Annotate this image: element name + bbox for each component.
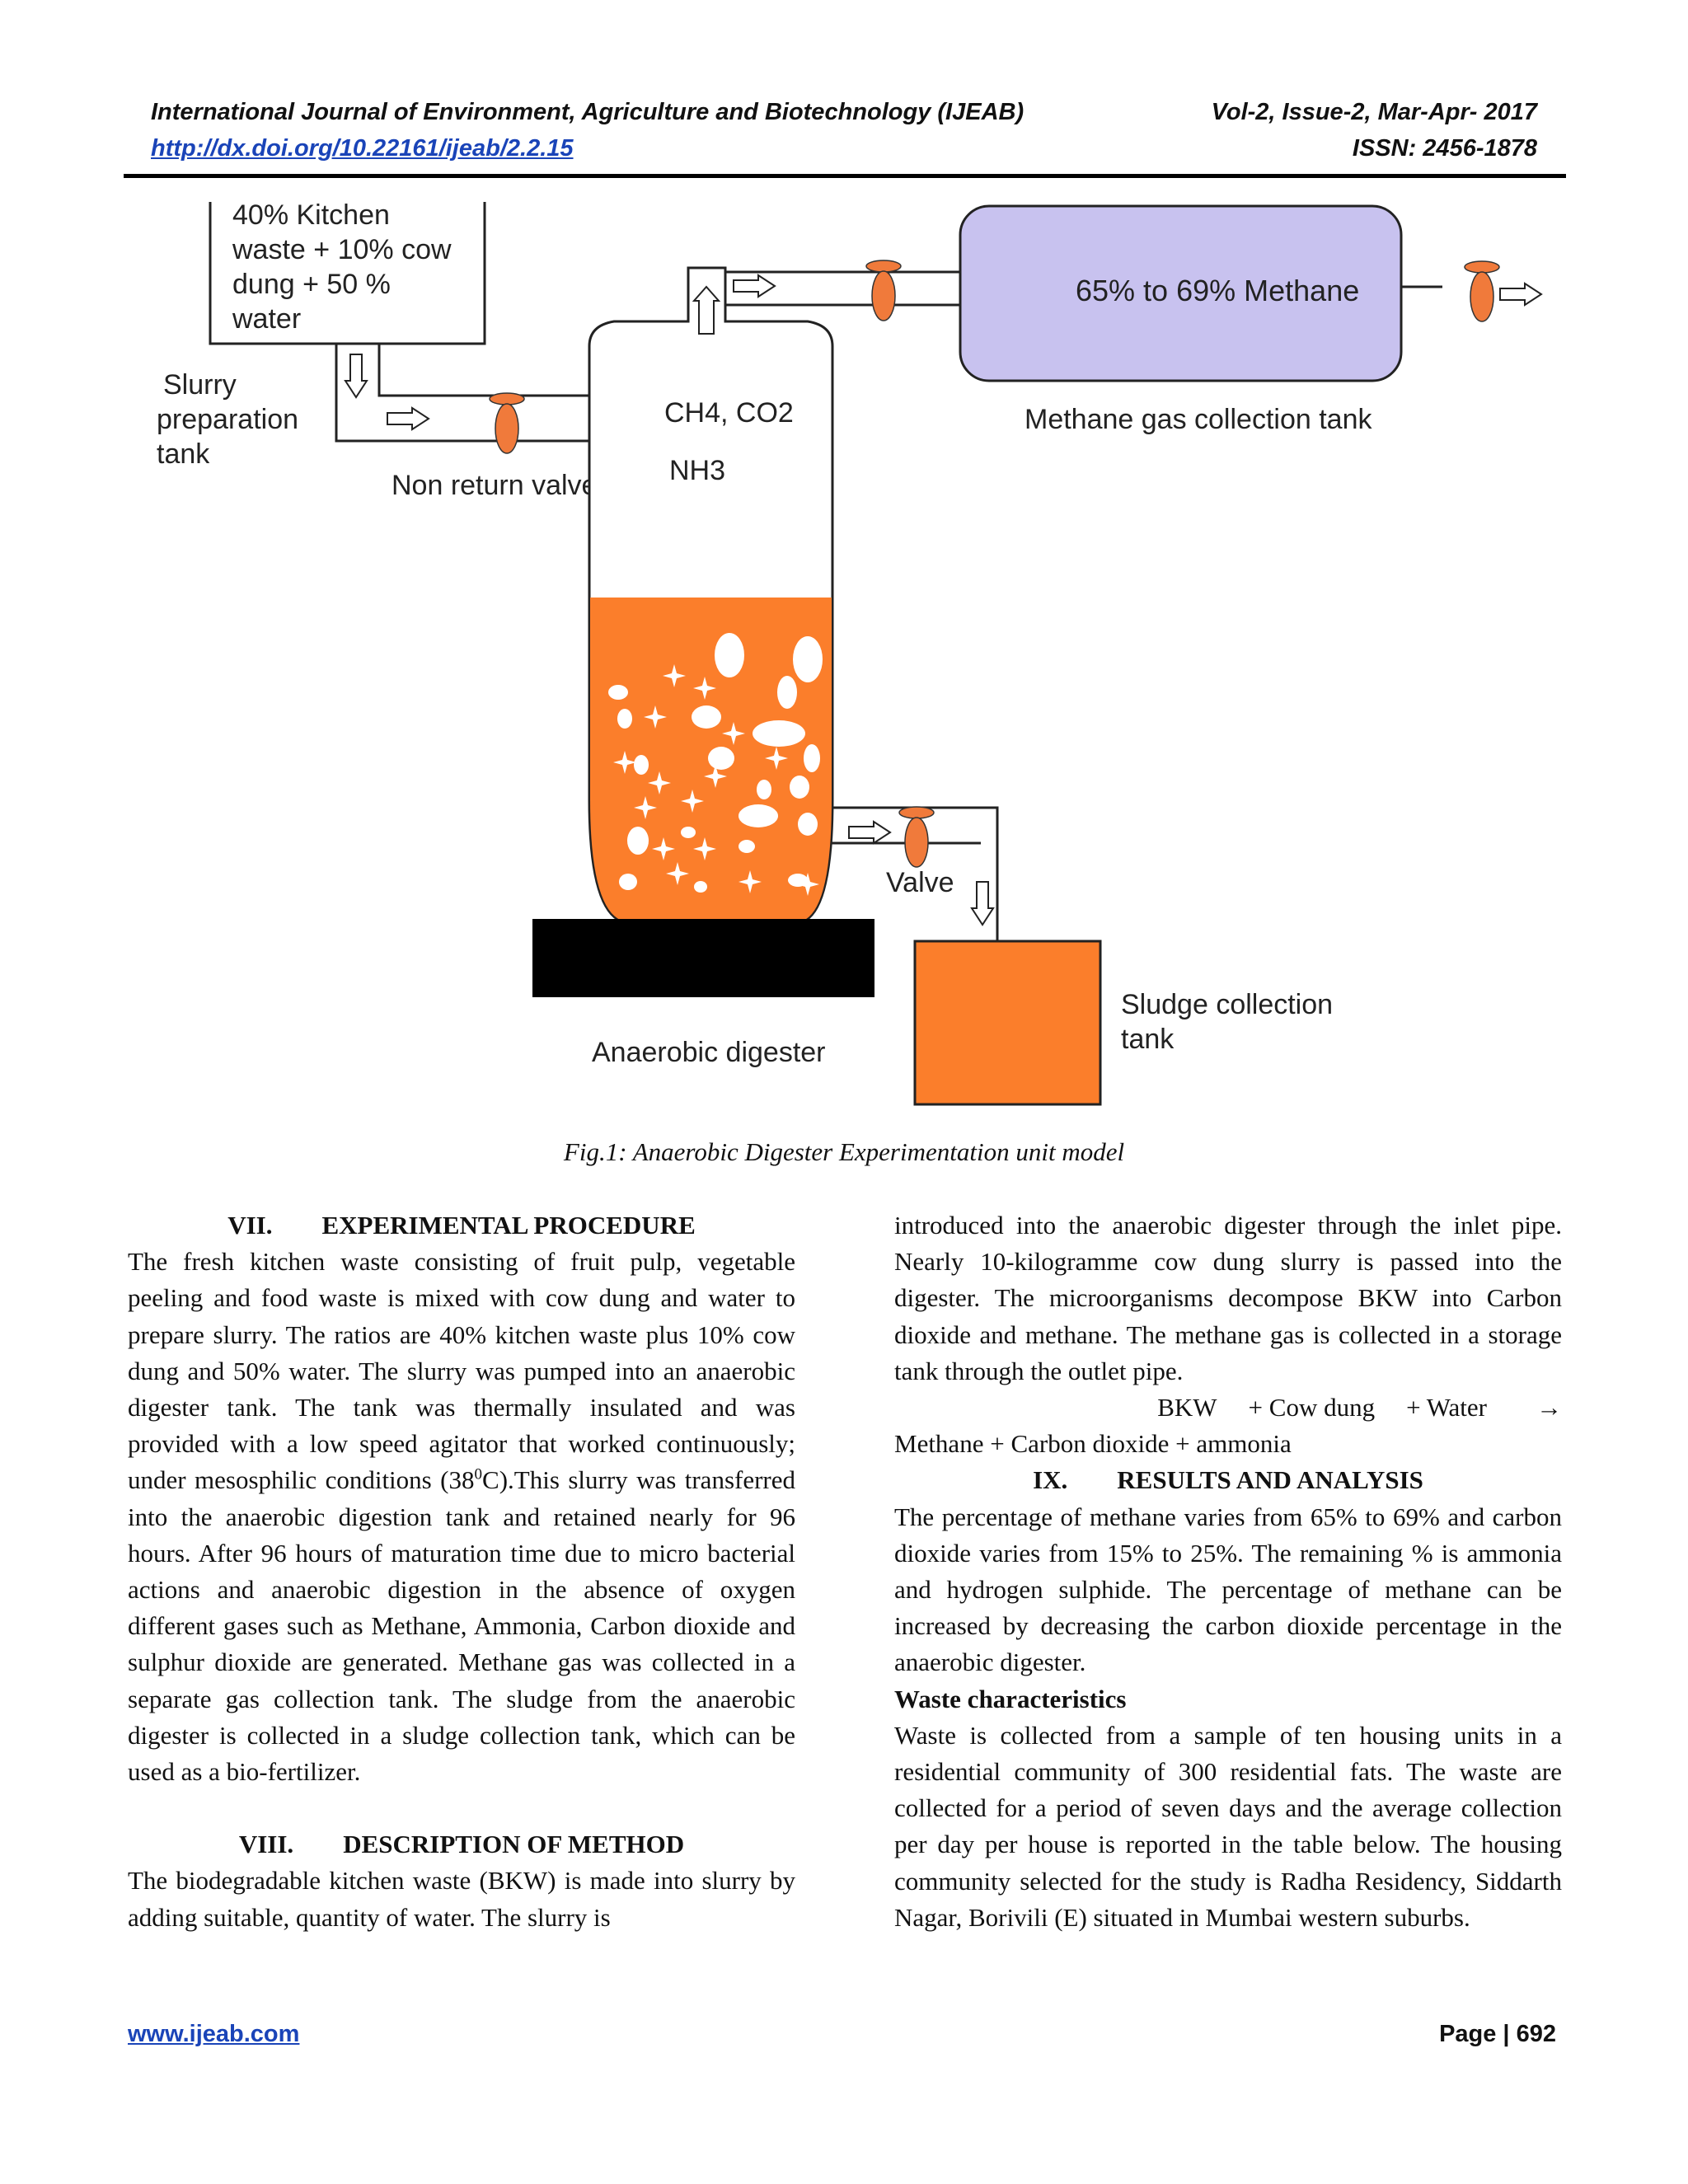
equation-line-1: BKW + Cow dung + Water → — [1157, 1393, 1562, 1422]
svg-text:CH4, CO2: CH4, CO2 — [664, 397, 794, 429]
gas-flow-arrow-icon — [733, 274, 776, 298]
slurry-tank-label-2: preparation — [157, 404, 298, 435]
svg-text:65% to 69% Methane: 65% to 69% Methane — [1076, 274, 1359, 307]
svg-text:Sludge collection: Sludge collection — [1121, 989, 1333, 1020]
page-number: Page | 692 — [1439, 2021, 1556, 2047]
svg-text:water: water — [232, 303, 301, 335]
section-8-heading: VIII.DESCRIPTION OF METHOD — [238, 1830, 685, 1859]
valve-label: Valve — [886, 867, 954, 898]
sludge-label-1: Sludge collection — [1121, 989, 1333, 1020]
slurry-flow-arrow-right — [387, 407, 429, 430]
sludge-collection-tank — [913, 940, 1102, 1106]
slurry-mix-line-1: 40% Kitchen — [232, 199, 390, 231]
section-8-body: The biodegradable kitchen waste (BKW) is… — [128, 1866, 795, 1932]
digester-diagram: 40% Kitchen waste + 10% cow dung + 50 % … — [157, 199, 1542, 1106]
site-link[interactable]: www.ijeab.com — [128, 2021, 300, 2047]
methane-percentage: 65% to 69% Methane — [1076, 274, 1359, 307]
methane-collection-tank — [959, 204, 1442, 382]
slurry-mix-line-3: dung + 50 % — [232, 269, 391, 300]
page-footer: www.ijeab.com Page | 692 — [128, 2021, 1556, 2048]
header-rule — [124, 174, 1566, 178]
section-7-heading: VII.EXPERIMENTAL PROCEDURE — [227, 1211, 696, 1240]
slurry-flow-arrow-down — [345, 354, 368, 398]
svg-text:dung + 50 %: dung + 50 % — [232, 269, 391, 300]
outlet-valve-icon — [1464, 260, 1500, 322]
left-column: VII.EXPERIMENTAL PROCEDURE The fresh kit… — [128, 1207, 795, 1936]
waste-characteristics-body: Waste is collected from a sample of ten … — [894, 1720, 1562, 1932]
section-9-body: The percentage of methane varies from 65… — [894, 1502, 1562, 1677]
gas-bubbles — [608, 633, 823, 893]
volume-info: Vol-2, Issue-2, Mar-Apr- 2017 — [1211, 99, 1537, 125]
right-column: introduced into the anaerobic digester t… — [894, 1207, 1562, 1936]
sludge-flow-arrow-icon — [848, 821, 891, 844]
svg-text:40% Kitchen: 40% Kitchen — [232, 199, 390, 231]
section-9-heading: IX.RESULTS AND ANALYSIS — [1033, 1465, 1423, 1495]
gases-label-2: NH3 — [669, 455, 725, 486]
non-return-valve-label: Non return valve — [392, 470, 597, 501]
slurry-tank-label-3: tank — [157, 438, 210, 470]
svg-text:NH3: NH3 — [669, 455, 725, 486]
issn: ISSN: 2456-1878 — [1352, 135, 1537, 162]
doi-link[interactable]: http://dx.doi.org/10.22161/ijeab/2.2.15 — [151, 135, 574, 162]
svg-text:preparation: preparation — [157, 404, 298, 435]
section-7-body: The fresh kitchen waste consisting of fr… — [128, 1247, 795, 1787]
sludge-label-2: tank — [1121, 1024, 1175, 1055]
gas-up-arrow-icon — [692, 285, 721, 335]
gases-label-1: CH4, CO2 — [664, 397, 794, 429]
svg-text:Valve: Valve — [886, 867, 954, 898]
equation-line-2: Methane + Carbon dioxide + ammonia — [894, 1429, 1292, 1459]
figure-caption: Fig.1: Anaerobic Digester Experimentatio… — [563, 1137, 1125, 1166]
sludge-down-arrow-icon — [971, 881, 994, 926]
gas-valve-icon — [865, 260, 902, 321]
digester-label: Anaerobic digester — [592, 1037, 826, 1068]
slurry-mix-line-2: waste + 10% cow — [232, 234, 452, 265]
slurry-tank-label-1: Slurry — [163, 369, 237, 401]
journal-title: International Journal of Environment, Ag… — [151, 99, 1025, 125]
svg-text:Slurry: Slurry — [163, 369, 237, 401]
methane-tank-label: Methane gas collection tank — [1025, 404, 1372, 435]
svg-text:Methane gas collection tank: Methane gas collection tank — [1025, 404, 1372, 435]
svg-text:Anaerobic digester: Anaerobic digester — [592, 1037, 826, 1068]
outlet-arrow-icon — [1499, 283, 1542, 306]
sludge-valve-icon — [898, 806, 935, 868]
svg-text:waste + 10% cow: waste + 10% cow — [232, 234, 452, 265]
slurry-mix-line-4: water — [232, 303, 301, 335]
waste-characteristics-heading: Waste characteristics — [894, 1684, 1127, 1713]
svg-text:tank: tank — [157, 438, 210, 470]
non-return-valve-icon — [489, 392, 525, 454]
svg-text:Non return valve: Non return valve — [392, 470, 597, 501]
svg-text:tank: tank — [1121, 1024, 1175, 1055]
section-8-continued: introduced into the anaerobic digester t… — [894, 1211, 1562, 1385]
